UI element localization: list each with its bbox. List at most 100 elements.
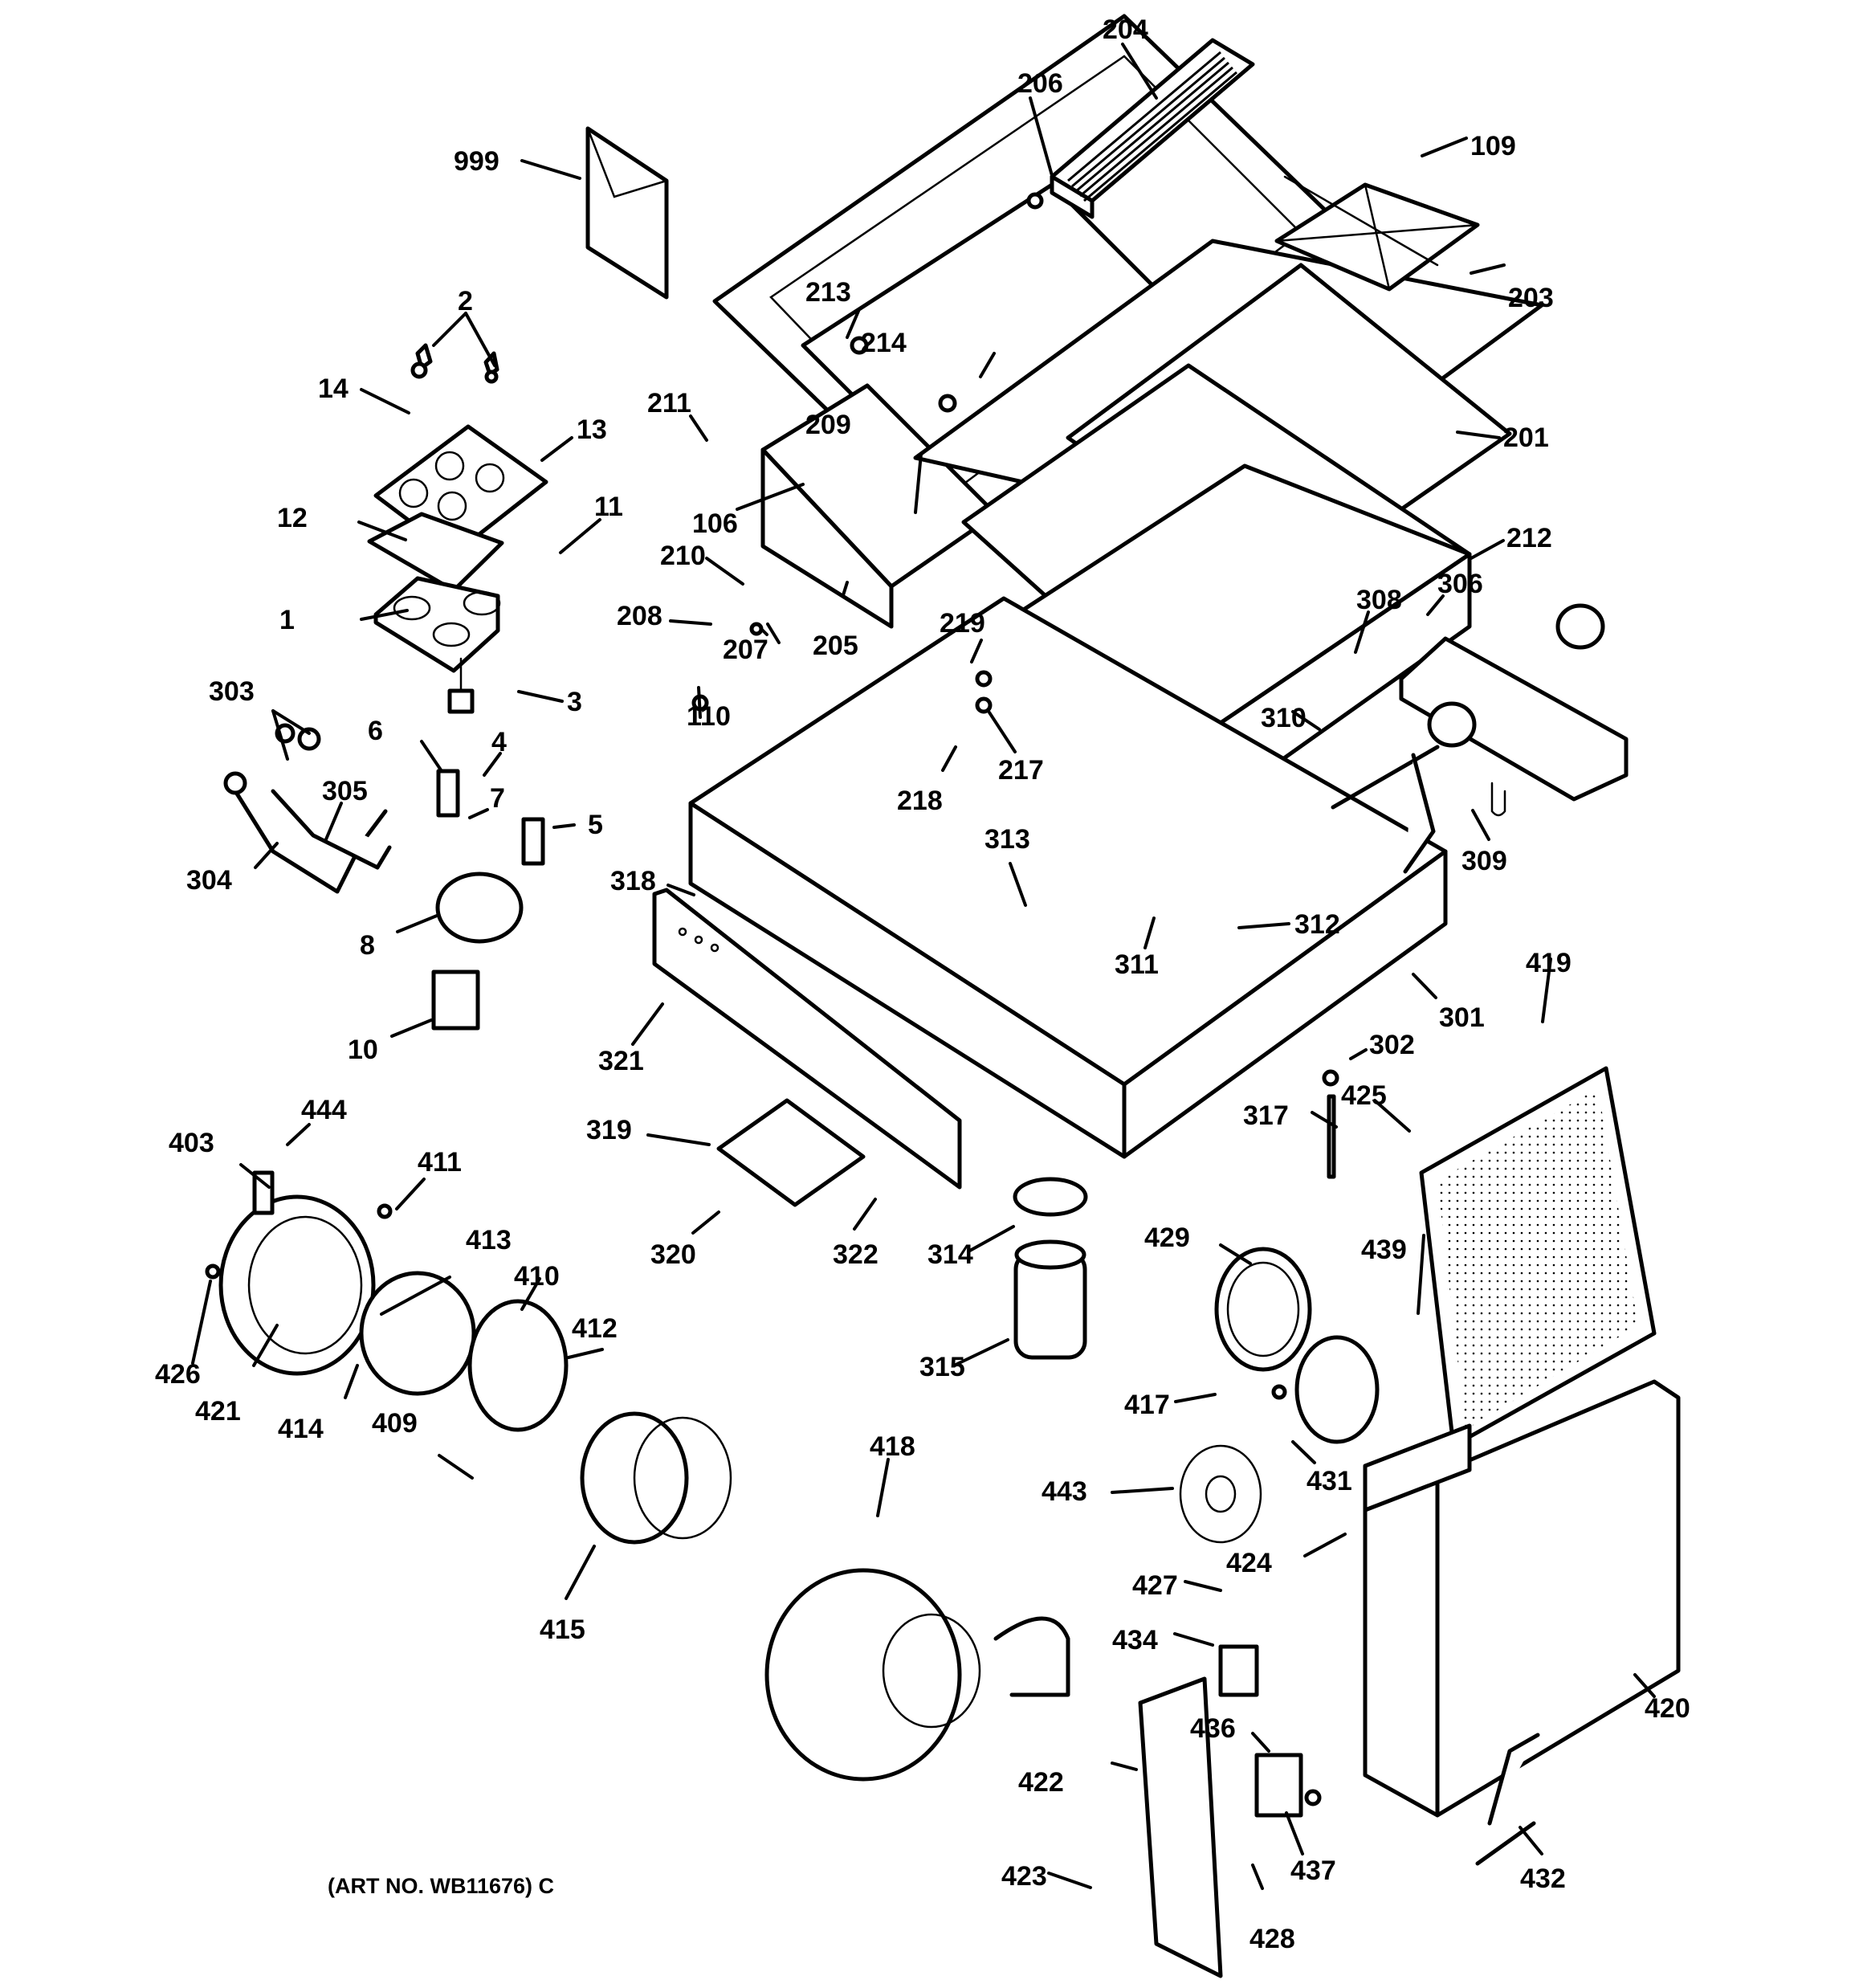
part-label-426[interactable]: 426 [155,1359,201,1390]
part-label-419[interactable]: 419 [1526,948,1572,978]
part-label-411[interactable]: 411 [418,1147,462,1178]
part-label-417[interactable]: 417 [1124,1390,1170,1420]
duct-collar-drawings [1179,1247,1380,1544]
part-label-437[interactable]: 437 [1290,1855,1336,1886]
part-label-1[interactable]: 1 [279,605,295,635]
part-label-304[interactable]: 304 [186,865,232,896]
part-label-303[interactable]: 303 [209,676,255,707]
part-label-211[interactable]: 211 [647,388,691,418]
part-label-420[interactable]: 420 [1645,1693,1690,1724]
part-label-425[interactable]: 425 [1341,1080,1387,1111]
part-label-305[interactable]: 305 [322,776,368,806]
part-label-414[interactable]: 414 [278,1414,324,1444]
part-label-999[interactable]: 999 [454,146,499,177]
part-label-431[interactable]: 431 [1307,1466,1352,1496]
part-label-434[interactable]: 434 [1112,1625,1158,1655]
part-label-204[interactable]: 204 [1103,14,1148,45]
part-label-8[interactable]: 8 [360,930,375,961]
vent-grille-drawing [1050,38,1255,219]
part-label-443[interactable]: 443 [1042,1476,1087,1507]
part-label-439[interactable]: 439 [1361,1235,1407,1265]
part-label-308[interactable]: 308 [1356,585,1402,615]
part-label-302[interactable]: 302 [1369,1030,1415,1060]
part-label-422[interactable]: 422 [1018,1767,1064,1798]
part-label-313[interactable]: 313 [984,824,1030,855]
hardware-fasteners-drawing [205,192,1339,1806]
part-label-7[interactable]: 7 [490,783,505,814]
part-label-301[interactable]: 301 [1439,1002,1485,1033]
part-label-203[interactable]: 203 [1508,283,1554,313]
part-label-213[interactable]: 213 [805,277,851,308]
part-label-110[interactable]: 110 [687,701,731,732]
part-label-421[interactable]: 421 [195,1396,241,1427]
part-label-218[interactable]: 218 [897,786,943,816]
part-label-424[interactable]: 424 [1226,1548,1272,1578]
part-label-4[interactable]: 4 [491,727,507,757]
control-panel-stack-drawing [367,424,548,673]
part-label-209[interactable]: 209 [805,410,851,440]
part-label-13[interactable]: 13 [577,414,607,445]
grease-jar-drawing [1013,1177,1088,1360]
part-label-318[interactable]: 318 [610,866,656,896]
part-label-6[interactable]: 6 [368,716,383,746]
part-label-219[interactable]: 219 [940,608,985,639]
part-label-314[interactable]: 314 [927,1239,973,1270]
part-label-410[interactable]: 410 [514,1261,560,1292]
part-label-3[interactable]: 3 [567,687,582,717]
part-label-423[interactable]: 423 [1001,1861,1047,1892]
gas-tube-drawings [223,723,392,894]
art-number-caption: (ART NO. WB11676) C [328,1874,554,1898]
part-label-201[interactable]: 201 [1503,423,1549,453]
part-label-418[interactable]: 418 [870,1431,915,1462]
part-label-317[interactable]: 317 [1243,1100,1289,1131]
part-label-11[interactable]: 11 [594,492,623,522]
part-label-320[interactable]: 320 [650,1239,696,1270]
part-label-403[interactable]: 403 [169,1128,214,1158]
part-label-2[interactable]: 2 [458,286,473,316]
part-label-14[interactable]: 14 [318,374,349,404]
literature-envelope-drawing [585,126,669,300]
part-label-319[interactable]: 319 [586,1115,632,1145]
part-label-306[interactable]: 306 [1437,569,1483,599]
part-label-207[interactable]: 207 [723,635,768,665]
access-cover-drawing [716,1098,866,1207]
electrical-drawings [1138,1644,1540,1978]
part-label-212[interactable]: 212 [1506,523,1552,553]
part-label-109[interactable]: 109 [1470,131,1516,161]
part-label-311[interactable]: 311 [1115,949,1159,980]
knob-drawings [410,343,499,384]
part-label-312[interactable]: 312 [1294,909,1340,940]
part-label-217[interactable]: 217 [998,755,1044,786]
burner-assembly-drawing [1331,603,1629,874]
part-label-315[interactable]: 315 [919,1352,965,1382]
part-label-210[interactable]: 210 [660,541,706,571]
part-label-321[interactable]: 321 [598,1046,644,1076]
part-label-10[interactable]: 10 [348,1035,378,1065]
part-label-309[interactable]: 309 [1461,846,1507,876]
part-label-5[interactable]: 5 [588,810,603,840]
part-label-413[interactable]: 413 [466,1225,512,1255]
gas-valve-drawings [431,657,545,1031]
part-label-432[interactable]: 432 [1520,1863,1566,1894]
part-label-415[interactable]: 415 [540,1614,585,1645]
part-label-427[interactable]: 427 [1132,1570,1178,1601]
part-label-205[interactable]: 205 [813,631,858,661]
part-label-208[interactable]: 208 [617,601,662,631]
blower-box-drawing [1363,1379,1681,1818]
part-label-106[interactable]: 106 [692,508,738,539]
base-pan-drawing [688,596,1448,1159]
part-label-429[interactable]: 429 [1144,1223,1190,1253]
part-label-444[interactable]: 444 [301,1095,347,1125]
part-label-310[interactable]: 310 [1261,703,1307,733]
part-label-214[interactable]: 214 [861,328,907,358]
part-label-428[interactable]: 428 [1249,1924,1295,1954]
part-label-409[interactable]: 409 [372,1408,418,1439]
part-label-436[interactable]: 436 [1190,1713,1236,1744]
leader-lines [191,43,1656,1890]
part-label-12[interactable]: 12 [277,503,308,533]
part-label-412[interactable]: 412 [572,1313,618,1344]
part-label-322[interactable]: 322 [833,1239,879,1270]
part-label-206[interactable]: 206 [1017,68,1063,99]
burner-grate-drawing [1274,175,1480,292]
